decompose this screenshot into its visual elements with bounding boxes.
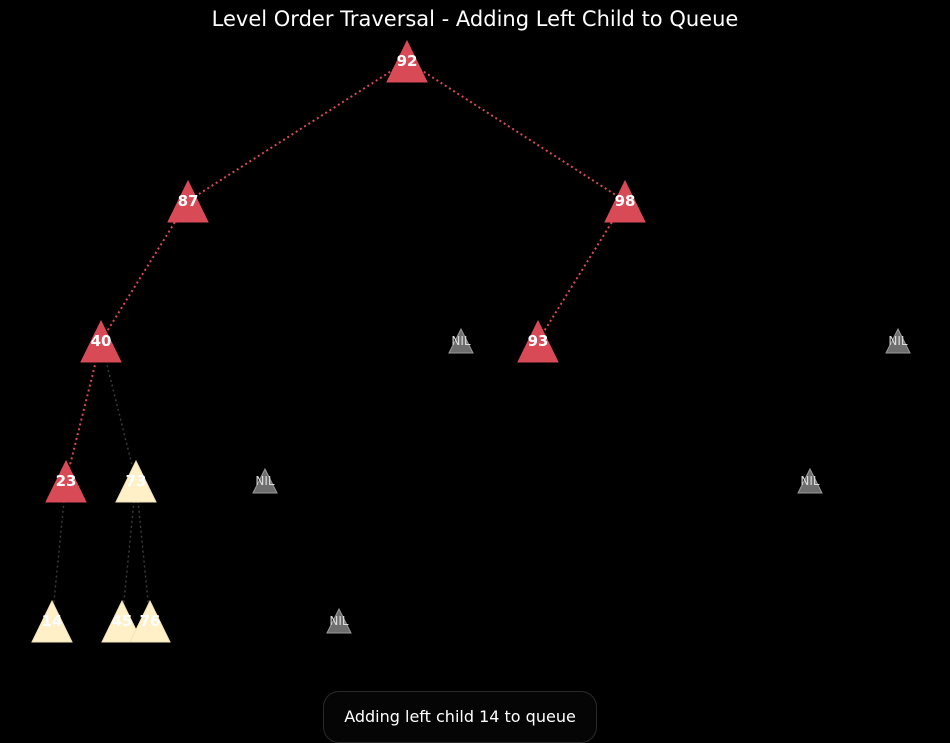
node-triangle-icon [604, 179, 646, 223]
edge-73-76 [135, 480, 151, 622]
nil-triangle-icon [252, 467, 278, 494]
node-triangle-icon [115, 459, 157, 503]
edge-40-23 [65, 340, 102, 482]
nil-label: NIL [255, 474, 275, 488]
tree-node-98: 98 [604, 179, 646, 223]
nodes-layer: NIL NIL NIL NIL NIL 92 87 98 40 93 23 73 14 45 76 [31, 39, 911, 643]
tree-node-40: 40 [80, 319, 122, 363]
tree-node-14: 14 [31, 599, 73, 643]
nil-triangle-icon [326, 607, 352, 634]
tree-node-87: 87 [167, 179, 209, 223]
edge-23-14 [51, 480, 67, 622]
node-label: 73 [126, 472, 147, 490]
status-message: Adding left child 14 to queue [344, 707, 576, 726]
nil-node: NIL [448, 327, 474, 354]
nil-node: NIL [885, 327, 911, 354]
node-triangle-icon [386, 39, 428, 83]
diagram-title: Level Order Traversal - Adding Left Chil… [212, 7, 739, 31]
node-triangle-icon [80, 319, 122, 363]
node-triangle-icon [129, 599, 171, 643]
edge-92-87 [187, 60, 408, 202]
nil-label: NIL [451, 334, 471, 348]
node-triangle-icon [167, 179, 209, 223]
tree-node-73: 73 [115, 459, 157, 503]
node-triangle-icon [31, 599, 73, 643]
edge-40-73 [100, 340, 137, 482]
status-message-box: Adding left child 14 to queue [323, 691, 597, 743]
tree-node-92: 92 [386, 39, 428, 83]
node-label: 98 [615, 192, 636, 210]
nil-node: NIL [797, 467, 823, 494]
nil-label: NIL [329, 614, 349, 628]
edge-92-98 [406, 60, 626, 202]
node-triangle-icon [45, 459, 87, 503]
node-label: 76 [140, 612, 161, 630]
node-label: 87 [178, 192, 199, 210]
tree-node-23: 23 [45, 459, 87, 503]
node-label: 92 [397, 52, 418, 70]
nil-label: NIL [888, 334, 908, 348]
node-triangle-icon [101, 599, 143, 643]
node-label: 45 [112, 612, 133, 630]
node-label: 40 [91, 332, 112, 350]
node-label: 93 [528, 332, 549, 350]
nil-node: NIL [252, 467, 278, 494]
node-label: 23 [56, 472, 77, 490]
tree-node-45: 45 [101, 599, 143, 643]
edge-73-45 [121, 480, 137, 622]
nil-label: NIL [800, 474, 820, 488]
tree-node-76: 76 [129, 599, 171, 643]
node-triangle-icon [517, 319, 559, 363]
nil-node: NIL [326, 607, 352, 634]
nil-triangle-icon [885, 327, 911, 354]
edges-layer [51, 60, 626, 622]
nil-triangle-icon [797, 467, 823, 494]
tree-node-93: 93 [517, 319, 559, 363]
nil-triangle-icon [448, 327, 474, 354]
node-label: 14 [42, 612, 63, 630]
